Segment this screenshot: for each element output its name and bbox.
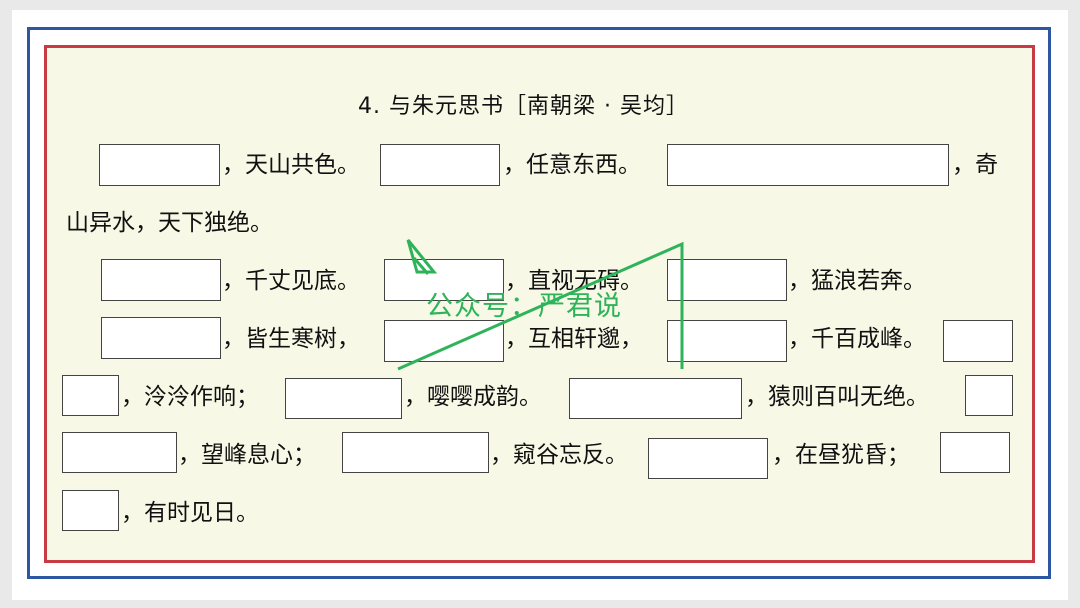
blank-15[interactable] (62, 432, 177, 473)
text-segment: 山异水，天下独绝。 (66, 210, 273, 236)
blank-14[interactable] (965, 375, 1013, 416)
blank-1[interactable] (99, 144, 220, 186)
blank-16[interactable] (342, 432, 489, 473)
text-segment: ，千丈见底。 (222, 268, 360, 294)
text-segment: ，猛浪若奔。 (788, 268, 926, 294)
blank-2[interactable] (380, 144, 500, 186)
blank-18[interactable] (940, 432, 1010, 473)
text-segment: ，有时见日。 (121, 500, 259, 526)
text-segment: ，窥谷忘反。 (490, 442, 628, 468)
blank-12[interactable] (285, 378, 402, 419)
text-segment: ，猿则百叫无绝。 (745, 384, 929, 410)
blank-6[interactable] (667, 259, 787, 301)
text-segment: ，千百成峰。 (788, 326, 926, 352)
text-segment: ，泠泠作响； (121, 384, 259, 410)
text-segment: ，皆生寒树， (222, 326, 360, 352)
page-title: 4. 与朱元思书［南朝梁 · 吴均］ (358, 94, 689, 119)
blank-13[interactable] (569, 378, 742, 419)
blank-5[interactable] (384, 259, 504, 301)
watermark-logo-icon (397, 239, 684, 371)
watermark-text: 公众号：严君说 (426, 291, 622, 322)
text-segment: ，在昼犹昏； (772, 442, 910, 468)
blank-4[interactable] (101, 259, 221, 301)
blank-17[interactable] (648, 438, 768, 479)
text-segment: ，奇 (952, 152, 998, 178)
text-segment: ，互相轩邈， (505, 326, 643, 352)
blank-8[interactable] (384, 320, 504, 362)
text-segment: ，嘤嘤成韵。 (404, 384, 542, 410)
text-segment: ，任意东西。 (503, 152, 641, 178)
blank-10[interactable] (943, 320, 1013, 362)
blank-19[interactable] (62, 490, 119, 531)
outer-blue-frame (27, 27, 1051, 579)
blank-9[interactable] (667, 320, 787, 362)
text-segment: ，天山共色。 (222, 152, 360, 178)
inner-red-frame (44, 45, 1035, 563)
blank-11[interactable] (62, 375, 119, 416)
blank-3[interactable] (667, 144, 949, 186)
blank-7[interactable] (101, 317, 221, 359)
text-segment: ，望峰息心； (178, 442, 316, 468)
